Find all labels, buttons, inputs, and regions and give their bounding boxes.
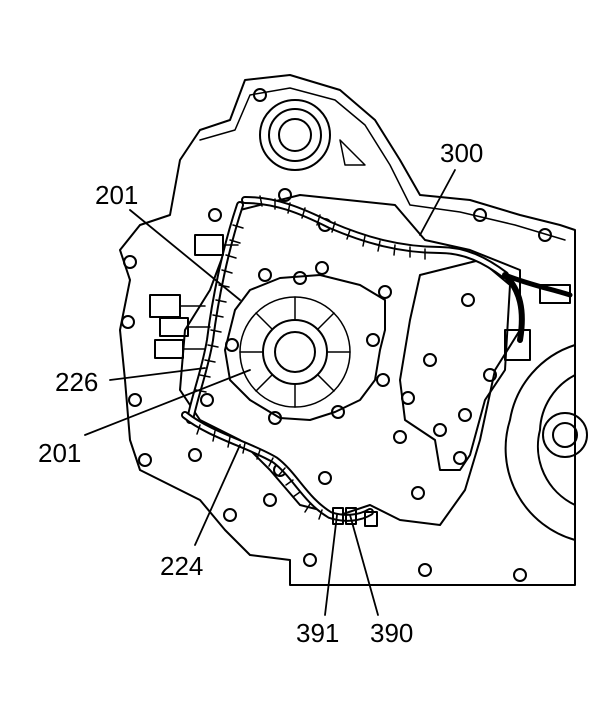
case-connector bbox=[259, 99, 366, 171]
callout-224: 224 bbox=[160, 551, 204, 581]
accumulator-housing bbox=[399, 259, 511, 471]
leader-lines bbox=[84, 169, 456, 616]
case-outline bbox=[119, 74, 576, 586]
bottom-terminals bbox=[332, 507, 378, 527]
callout-226: 226 bbox=[55, 367, 99, 397]
leader-391 bbox=[324, 514, 338, 616]
output-shaft bbox=[504, 344, 588, 541]
spider-plate bbox=[224, 274, 386, 421]
left-connectors bbox=[149, 234, 239, 359]
leader-224 bbox=[194, 444, 241, 546]
callout-300: 300 bbox=[440, 138, 484, 168]
leader-201-bottom bbox=[84, 369, 251, 436]
callout-201-bottom: 201 bbox=[38, 438, 82, 468]
valve-body-bolts bbox=[188, 188, 467, 507]
valve-body-plate bbox=[179, 194, 521, 526]
wiring-harness bbox=[181, 196, 573, 522]
leader-201-top bbox=[129, 209, 241, 301]
case-inner-edge bbox=[199, 87, 566, 241]
callout-201-top: 201 bbox=[95, 180, 139, 210]
leader-390 bbox=[349, 514, 379, 616]
callout-391: 391 bbox=[296, 618, 340, 648]
callout-390: 390 bbox=[370, 618, 414, 648]
leader-226 bbox=[109, 367, 206, 381]
leader-300 bbox=[419, 169, 456, 236]
harness-ticks bbox=[195, 195, 426, 520]
case-bolts bbox=[121, 88, 552, 582]
accumulator-bolts bbox=[401, 293, 497, 437]
right-connectors bbox=[504, 284, 571, 361]
